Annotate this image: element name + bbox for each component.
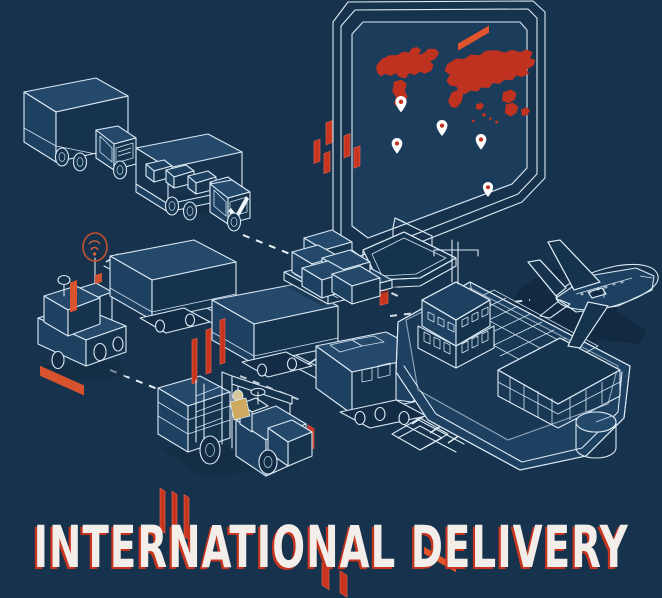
wifi-icon [88,240,101,245]
train-wagon-2 [211,283,339,378]
desktop-monitor[interactable] [326,0,552,289]
ship-bridge [417,25,495,573]
airplane-shadow [494,268,646,356]
ship-deck-tank [575,411,617,459]
cargo-truck-closed[interactable] [23,77,140,180]
operator-body [229,397,251,421]
pallet-forklift-load [157,318,231,541]
cargo-truck-open[interactable] [135,133,252,232]
pallet-boxes-stack[interactable] [283,120,400,450]
forklift[interactable] [157,318,313,541]
container-ship[interactable] [395,25,631,573]
cargo-airplane[interactable] [527,239,659,349]
train-end-platform [391,417,449,451]
agv-transporter[interactable] [36,232,128,396]
